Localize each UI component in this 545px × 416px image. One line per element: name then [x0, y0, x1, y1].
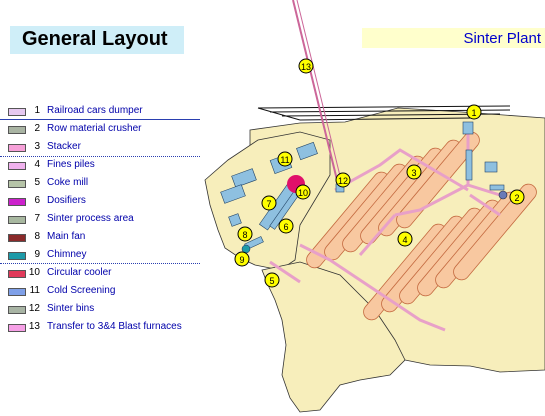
- svg-text:1: 1: [471, 108, 476, 118]
- legend-number: 1: [34, 105, 40, 116]
- legend-item: 8 Main fan: [0, 230, 200, 248]
- svg-text:2: 2: [514, 193, 519, 203]
- legend-separator: [0, 263, 200, 264]
- legend-swatch: [8, 234, 26, 242]
- svg-text:11: 11: [280, 155, 289, 165]
- marker-12: 12: [335, 172, 351, 188]
- marker-2: 2: [509, 189, 525, 205]
- legend-number: 13: [28, 321, 40, 332]
- legend-swatch: [8, 324, 26, 332]
- legend-swatch: [8, 306, 26, 314]
- svg-text:12: 12: [338, 176, 348, 186]
- fines-pile: [396, 131, 480, 229]
- legend-label: Dosifiers: [47, 195, 86, 206]
- legend-label: Main fan: [47, 231, 86, 242]
- marker-13: 13: [298, 58, 314, 74]
- legend-swatch: [8, 198, 26, 206]
- legend-label: Circular cooler: [47, 267, 112, 278]
- page-title: General Layout: [22, 28, 168, 50]
- marker-11: 11: [277, 151, 293, 167]
- legend-label: Chimney: [47, 249, 87, 260]
- conveyors: [269, 130, 501, 332]
- svg-text:13: 13: [301, 62, 311, 72]
- legend-swatch: [8, 108, 26, 116]
- svg-text:4: 4: [402, 235, 407, 245]
- legend-number: 10: [28, 267, 40, 278]
- legend-swatch: [8, 288, 26, 296]
- legend-swatch: [8, 252, 26, 260]
- marker-6: 6: [278, 218, 294, 234]
- legend-item: 4 Fines piles: [0, 158, 200, 176]
- legend-swatch: [8, 216, 26, 224]
- markers: 1 2 3 4 5 6 7 8 9 10 11 12 13: [234, 58, 525, 288]
- plant-name: Sinter Plant: [463, 30, 541, 47]
- buildings: [220, 121, 505, 250]
- legend-item: 10 Circular cooler: [0, 266, 200, 284]
- legend-label: Coke mill: [47, 177, 89, 188]
- title-background: [10, 26, 184, 54]
- legend-swatch: [8, 180, 26, 188]
- legend-label: Railroad cars dumper: [47, 105, 143, 116]
- legend-item: 5 Coke mill: [0, 176, 200, 194]
- svg-text:3: 3: [411, 168, 416, 178]
- legend-number: 5: [34, 177, 40, 188]
- legend-item: 6 Dosifiers: [0, 194, 200, 212]
- legend-label: Sinter bins: [47, 303, 95, 314]
- legend-item: 11 Cold Screening: [0, 284, 200, 302]
- legend-label: Stacker: [47, 141, 81, 152]
- marker-3: 3: [406, 164, 422, 180]
- legend-item: 7 Sinter process area: [0, 212, 200, 230]
- legend-label: Cold Screening: [47, 285, 116, 296]
- legend-label: Fines piles: [47, 159, 95, 170]
- legend-label: Transfer to 3&4 Blast furnaces: [47, 321, 182, 332]
- legend-separator: [0, 119, 200, 120]
- legend-item: 3 Stacker: [0, 140, 200, 158]
- legend-number: 7: [34, 213, 40, 224]
- legend-swatch: [8, 126, 26, 134]
- legend-number: 4: [34, 159, 40, 170]
- svg-text:10: 10: [298, 188, 308, 198]
- legend-label: Sinter process area: [47, 213, 134, 224]
- legend-label: Row material crusher: [47, 123, 142, 134]
- legend-number: 8: [34, 231, 40, 242]
- svg-text:8: 8: [242, 230, 247, 240]
- legend-number: 2: [34, 123, 40, 134]
- legend-item: 9 Chimney: [0, 248, 200, 266]
- marker-7: 7: [261, 195, 277, 211]
- legend-number: 3: [34, 141, 40, 152]
- svg-text:7: 7: [266, 199, 271, 209]
- legend-item: 1 Railroad cars dumper: [0, 104, 200, 122]
- svg-text:9: 9: [239, 255, 244, 265]
- marker-10: 10: [295, 184, 311, 200]
- svg-text:6: 6: [283, 222, 288, 232]
- svg-text:5: 5: [269, 276, 274, 286]
- marker-9: 9: [234, 251, 250, 267]
- legend-item: 13 Transfer to 3&4 Blast furnaces: [0, 320, 200, 338]
- fines-pile: [453, 183, 537, 281]
- legend-item: 12 Sinter bins: [0, 302, 200, 320]
- marker-1: 1: [466, 104, 482, 120]
- legend-number: 11: [29, 285, 40, 296]
- legend-item: 2 Row material crusher: [0, 122, 200, 140]
- legend-swatch: [8, 270, 26, 278]
- marker-5: 5: [264, 272, 280, 288]
- legend-number: 12: [28, 303, 40, 314]
- legend-swatch: [8, 144, 26, 152]
- marker-8: 8: [237, 226, 253, 242]
- crusher: [498, 190, 508, 200]
- transfer-conveyor: [292, 0, 342, 181]
- marker-4: 4: [397, 231, 413, 247]
- plant-name-background: [362, 28, 545, 48]
- legend-number: 9: [34, 249, 40, 260]
- legend-swatch: [8, 162, 26, 170]
- legend-number: 6: [34, 195, 40, 206]
- legend-separator: [0, 156, 200, 157]
